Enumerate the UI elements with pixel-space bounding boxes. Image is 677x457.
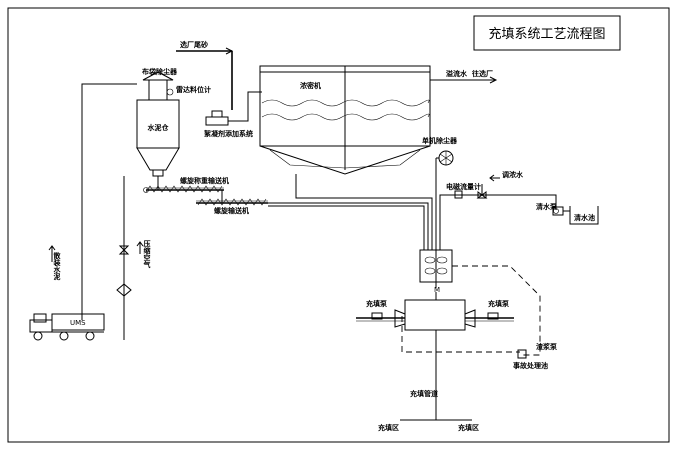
accident-bypass-dashed [401,265,541,356]
label-flocculant-system: 絮凝剂添加系统 [204,129,253,138]
discharge-hopper [404,292,466,420]
label-radar-level-meter: 雷达料位计 [176,85,211,94]
label-clear-water-pool: 清水池 [574,213,595,222]
label-filling-pipe: 充填管道 [410,389,438,398]
adjust-water-line [439,174,557,250]
label-bag-dust-collector: 布袋除尘器 [142,67,178,76]
label-thickener: 浓密机 [300,81,321,90]
screw-conveyor [196,190,268,206]
flocculant-system [205,91,262,126]
label-filling-area-right: 充填区 [458,423,479,432]
label-mixer-motor: M [434,286,440,294]
label-filling-pump-right: 充填泵 [488,299,509,308]
bulk-cement-truck [29,306,105,341]
filling-pump-left [356,309,406,328]
label-overflow-water: 溢流水 [446,69,468,78]
label-to-plant: 往选厂 [472,69,493,78]
filling-pump-right [464,309,514,328]
drawing-frame [7,7,670,443]
label-slurry-pump: 渣浆泵 [536,342,557,351]
clear-water-pump [552,206,570,216]
tailings-feed-line [176,47,234,110]
label-clear-water-pump: 清水泵 [536,202,557,211]
title-box [473,15,621,51]
label-screw-weigh-conveyor: 螺旋称重输送机 [180,176,229,185]
label-compressed-air: 压缩空气 [143,239,152,269]
diagram-title: 充填系统工艺流程图 [488,26,605,42]
mixer [419,249,453,288]
label-filling-pump-left: 充填泵 [366,299,387,308]
screw-weigh-conveyor [143,185,224,193]
label-truck-tank: UMS [70,319,86,327]
label-bulk-cement: 散装水泥 [53,251,62,281]
cement-silo [136,99,180,185]
bulk-cement-feed-line [81,83,137,320]
label-cement-silo: 水泥仓 [148,123,170,132]
clear-water-pool [569,206,599,225]
underflow-line [295,174,433,250]
slurry-pump [517,349,527,359]
label-tailings-in: 选厂尾砂 [180,40,208,49]
single-dust-collector [435,150,454,250]
thickener [259,65,431,175]
label-filling-area-left: 充填区 [378,423,399,432]
bag-dust-collector [142,71,174,101]
label-accident-pool: 事故处理池 [513,361,548,370]
label-em-flow-meter: 电磁流量计 [446,182,481,191]
label-screw-conveyor: 螺旋输送机 [214,206,249,215]
label-adjust-water: 调浓水 [502,170,524,179]
compressed-air-line [116,176,144,340]
label-single-dust-collector: 单机除尘器 [422,136,458,145]
cement-to-mixer-line [268,202,429,250]
overflow-water-line [430,76,498,84]
bulk-cement-arrow [48,245,56,262]
